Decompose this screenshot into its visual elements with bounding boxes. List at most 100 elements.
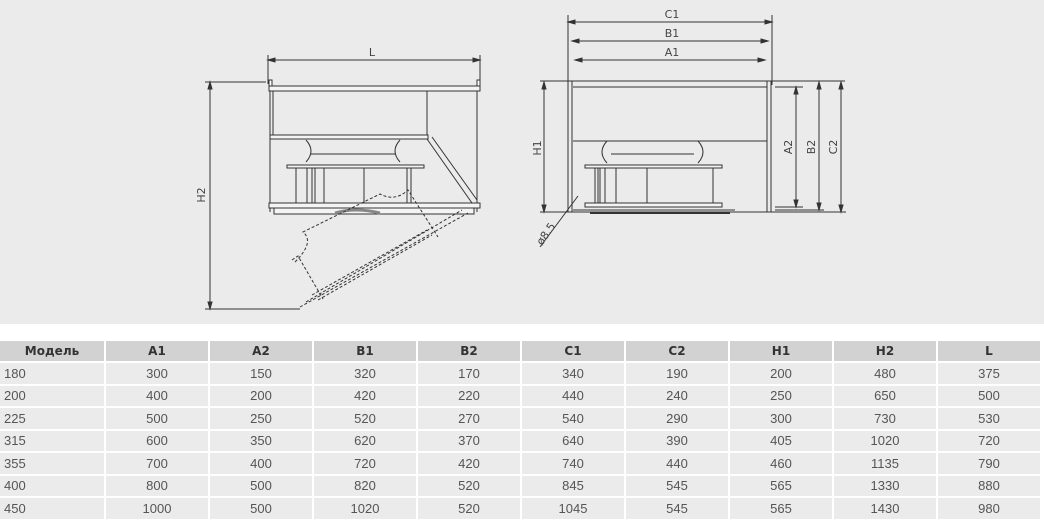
- value-cell: 700: [106, 453, 208, 474]
- value-cell: 400: [106, 385, 208, 406]
- value-cell: 220: [418, 385, 520, 406]
- column-header-a1: A1: [106, 341, 208, 361]
- value-cell: 520: [418, 475, 520, 496]
- model-cell: 225: [0, 408, 104, 429]
- value-cell: 1020: [314, 498, 416, 519]
- value-cell: 270: [418, 408, 520, 429]
- value-cell: 620: [314, 430, 416, 451]
- value-cell: 740: [522, 453, 624, 474]
- value-cell: 540: [522, 408, 624, 429]
- value-cell: 440: [626, 453, 728, 474]
- value-cell: 170: [418, 363, 520, 384]
- dim-label-c2: C2: [827, 140, 840, 155]
- value-cell: 250: [730, 385, 832, 406]
- column-header-model: Модель: [0, 341, 104, 361]
- column-header-l: L: [938, 341, 1040, 361]
- value-cell: 565: [730, 498, 832, 519]
- value-cell: 500: [210, 498, 312, 519]
- value-cell: 300: [730, 408, 832, 429]
- value-cell: 500: [938, 385, 1040, 406]
- value-cell: 290: [626, 408, 728, 429]
- front-view: C1 B1 A1 H1 A2 B2 C2 ø8.5: [531, 8, 846, 248]
- value-cell: 460: [730, 453, 832, 474]
- value-cell: 790: [938, 453, 1040, 474]
- dim-label-b2: B2: [805, 140, 818, 155]
- value-cell: 650: [834, 385, 936, 406]
- column-header-b1: B1: [314, 341, 416, 361]
- dim-label-c1: C1: [665, 8, 680, 21]
- value-cell: 375: [938, 363, 1040, 384]
- column-header-h2: H2: [834, 341, 936, 361]
- value-cell: 1020: [834, 430, 936, 451]
- dim-label-b1: B1: [665, 27, 680, 40]
- value-cell: 1430: [834, 498, 936, 519]
- value-cell: 730: [834, 408, 936, 429]
- value-cell: 600: [106, 430, 208, 451]
- value-cell: 1135: [834, 453, 936, 474]
- dim-label-hole-diameter: ø8.5: [534, 220, 559, 247]
- value-cell: 880: [938, 475, 1040, 496]
- value-cell: 565: [730, 475, 832, 496]
- dim-label-h1: H1: [531, 140, 544, 155]
- value-cell: 150: [210, 363, 312, 384]
- value-cell: 320: [314, 363, 416, 384]
- column-header-a2: A2: [210, 341, 312, 361]
- value-cell: 240: [626, 385, 728, 406]
- value-cell: 520: [314, 408, 416, 429]
- model-cell: 180: [0, 363, 104, 384]
- value-cell: 190: [626, 363, 728, 384]
- value-cell: 300: [106, 363, 208, 384]
- value-cell: 845: [522, 475, 624, 496]
- model-cell: 400: [0, 475, 104, 496]
- value-cell: 530: [938, 408, 1040, 429]
- value-cell: 350: [210, 430, 312, 451]
- value-cell: 390: [626, 430, 728, 451]
- value-cell: 250: [210, 408, 312, 429]
- value-cell: 500: [106, 408, 208, 429]
- value-cell: 405: [730, 430, 832, 451]
- side-view: L H2: [195, 46, 482, 311]
- value-cell: 545: [626, 498, 728, 519]
- value-cell: 1045: [522, 498, 624, 519]
- value-cell: 800: [106, 475, 208, 496]
- model-cell: 315: [0, 430, 104, 451]
- value-cell: 500: [210, 475, 312, 496]
- value-cell: 420: [314, 385, 416, 406]
- value-cell: 340: [522, 363, 624, 384]
- column-header-c2: C2: [626, 341, 728, 361]
- model-cell: 450: [0, 498, 104, 519]
- value-cell: 720: [314, 453, 416, 474]
- value-cell: 980: [938, 498, 1040, 519]
- column-header-c1: C1: [522, 341, 624, 361]
- technical-drawing: L H2 C1 B1 A1: [0, 0, 1044, 324]
- value-cell: 820: [314, 475, 416, 496]
- value-cell: 200: [730, 363, 832, 384]
- column-header-b2: B2: [418, 341, 520, 361]
- column-header-h1: H1: [730, 341, 832, 361]
- dim-label-a2: A2: [782, 140, 795, 155]
- value-cell: 640: [522, 430, 624, 451]
- value-cell: 1330: [834, 475, 936, 496]
- value-cell: 480: [834, 363, 936, 384]
- value-cell: 400: [210, 453, 312, 474]
- value-cell: 720: [938, 430, 1040, 451]
- dim-label-l: L: [369, 46, 376, 59]
- value-cell: 440: [522, 385, 624, 406]
- value-cell: 200: [210, 385, 312, 406]
- value-cell: 370: [418, 430, 520, 451]
- value-cell: 420: [418, 453, 520, 474]
- value-cell: 545: [626, 475, 728, 496]
- value-cell: 520: [418, 498, 520, 519]
- model-cell: 200: [0, 385, 104, 406]
- dim-label-h2: H2: [195, 187, 208, 202]
- dim-label-a1: A1: [665, 46, 680, 59]
